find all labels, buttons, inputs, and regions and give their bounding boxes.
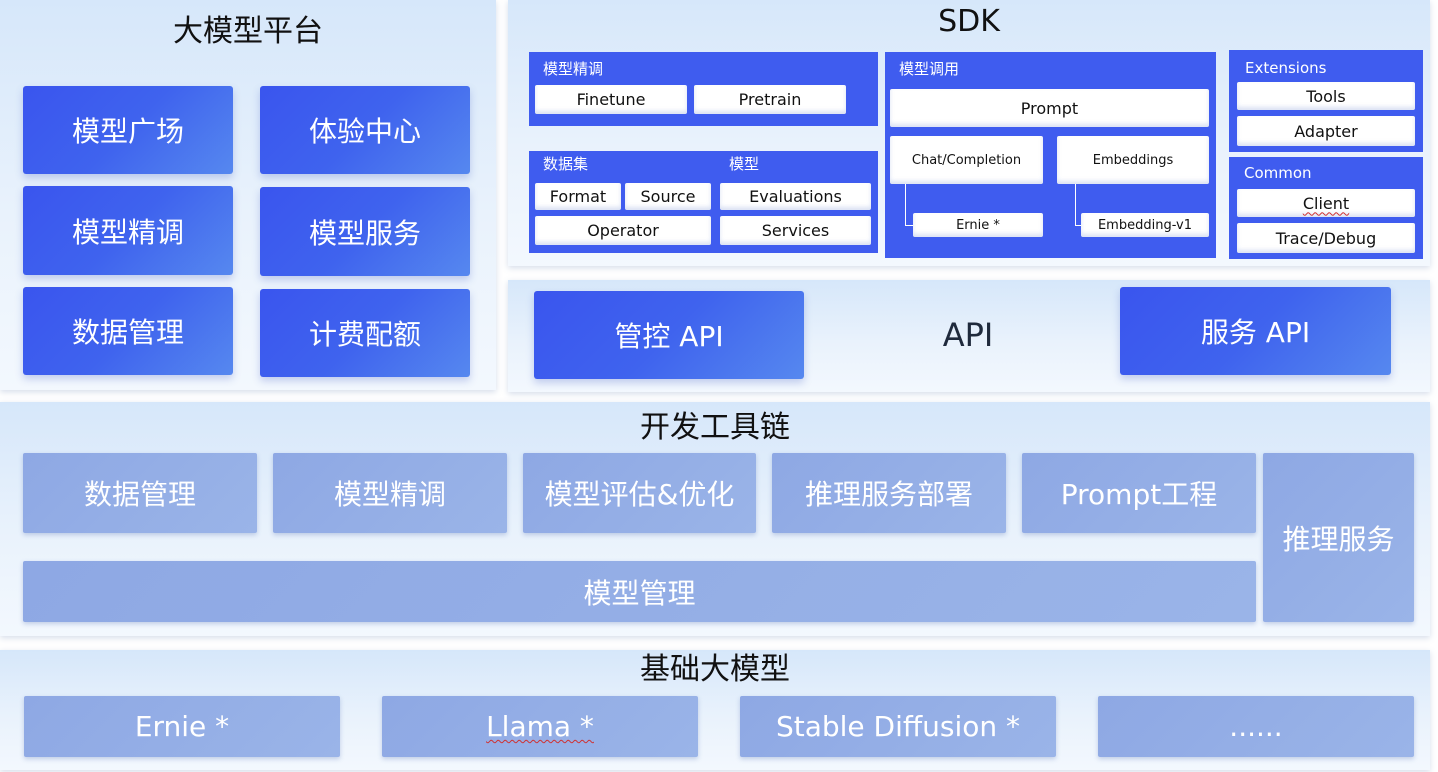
- sdk-client-button[interactable]: Client: [1237, 189, 1415, 217]
- api-control-button[interactable]: 管控 API: [534, 291, 804, 379]
- platform-model-square[interactable]: 模型广场: [23, 86, 233, 174]
- sdk-invoke-group: 模型调用 Prompt Chat/Completion Embeddings E…: [885, 52, 1216, 258]
- toolchain-inference-service[interactable]: 推理服务: [1263, 453, 1414, 622]
- sdk-ernie-button[interactable]: Ernie *: [913, 213, 1043, 237]
- foundation-llama[interactable]: Llama *: [382, 696, 698, 757]
- platform-panel: 大模型平台 模型广场 体验中心 模型精调 模型服务 数据管理 计费配额: [0, 0, 496, 390]
- connector-line: [905, 184, 914, 226]
- sdk-extensions-label: Extensions: [1245, 59, 1327, 77]
- toolchain-model-eval[interactable]: 模型评估&优化: [523, 453, 756, 533]
- sdk-extensions-group: Extensions Tools Adapter: [1229, 50, 1423, 152]
- toolchain-model-management[interactable]: 模型管理: [23, 561, 1256, 622]
- foundation-ernie[interactable]: Ernie *: [24, 696, 340, 757]
- toolchain-model-finetune[interactable]: 模型精调: [273, 453, 507, 533]
- sdk-finetune-button[interactable]: Finetune: [535, 85, 687, 114]
- foundation-more[interactable]: ......: [1098, 696, 1414, 757]
- platform-title: 大模型平台: [173, 14, 323, 49]
- sdk-format-button[interactable]: Format: [535, 183, 621, 210]
- sdk-finetune-label: 模型精调: [543, 60, 604, 78]
- sdk-services-button[interactable]: Services: [720, 216, 871, 245]
- sdk-adapter-button[interactable]: Adapter: [1237, 116, 1415, 146]
- sdk-chat-completion-button[interactable]: Chat/Completion: [890, 136, 1043, 184]
- sdk-source-button[interactable]: Source: [625, 183, 711, 210]
- sdk-common-group: Common Client Trace/Debug: [1229, 157, 1423, 259]
- foundation-title: 基础大模型: [640, 652, 790, 687]
- platform-experience-center[interactable]: 体验中心: [260, 86, 470, 174]
- platform-billing-quota[interactable]: 计费配额: [260, 289, 470, 377]
- sdk-embeddings-button[interactable]: Embeddings: [1057, 136, 1209, 184]
- sdk-evaluations-button[interactable]: Evaluations: [720, 183, 871, 210]
- sdk-pretrain-button[interactable]: Pretrain: [694, 85, 846, 114]
- sdk-dataset-group: 数据集 Format Source Operator: [529, 151, 715, 253]
- foundation-llama-label: Llama *: [486, 710, 594, 743]
- sdk-invoke-label: 模型调用: [899, 60, 960, 78]
- sdk-operator-button[interactable]: Operator: [535, 216, 711, 245]
- api-service-button[interactable]: 服务 API: [1120, 287, 1391, 375]
- foundation-panel: 基础大模型 Ernie * Llama * Stable Diffusion *…: [0, 650, 1430, 770]
- sdk-common-label: Common: [1244, 164, 1312, 182]
- connector-line: [1075, 184, 1082, 226]
- sdk-client-label: Client: [1302, 193, 1350, 213]
- sdk-model-label: 模型: [729, 155, 760, 173]
- sdk-prompt-button[interactable]: Prompt: [890, 89, 1209, 127]
- toolchain-inference-deploy[interactable]: 推理服务部署: [772, 453, 1006, 533]
- api-panel: 管控 API API 服务 API: [508, 280, 1430, 392]
- toolchain-panel: 开发工具链 数据管理 模型精调 模型评估&优化 推理服务部署 Prompt工程 …: [0, 402, 1430, 636]
- toolchain-title: 开发工具链: [640, 410, 790, 445]
- foundation-stable-diffusion[interactable]: Stable Diffusion *: [740, 696, 1056, 757]
- platform-model-finetune[interactable]: 模型精调: [23, 186, 233, 275]
- sdk-panel: SDK 模型精调 Finetune Pretrain 数据集 Format So…: [508, 0, 1430, 266]
- sdk-finetune-group: 模型精调 Finetune Pretrain: [529, 52, 878, 126]
- toolchain-prompt-engineering[interactable]: Prompt工程: [1022, 453, 1256, 533]
- api-title: API: [942, 316, 994, 354]
- sdk-embedding-v1-button[interactable]: Embedding-v1: [1081, 213, 1209, 237]
- sdk-title: SDK: [938, 4, 1000, 39]
- sdk-trace-debug-button[interactable]: Trace/Debug: [1237, 223, 1415, 253]
- sdk-tools-button[interactable]: Tools: [1237, 82, 1415, 110]
- toolchain-data-management[interactable]: 数据管理: [23, 453, 257, 533]
- sdk-model-group: 模型 Evaluations Services: [715, 151, 878, 253]
- sdk-dataset-label: 数据集: [543, 155, 589, 173]
- platform-model-service[interactable]: 模型服务: [260, 187, 470, 276]
- platform-data-management[interactable]: 数据管理: [23, 287, 233, 375]
